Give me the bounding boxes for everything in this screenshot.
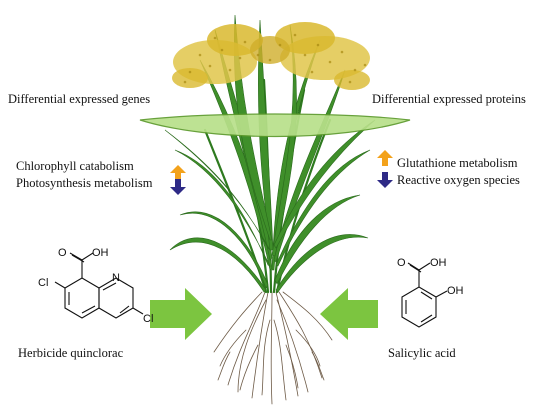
salicylic-atom-oh-ring: OH (447, 285, 464, 297)
label-herbicide-quinclorac: Herbicide quinclorac (18, 346, 124, 360)
arrow-quinclorac-to-plant (150, 288, 212, 340)
arrow-salicylic-to-plant (320, 288, 378, 340)
label-differential-genes: Differential expressed genes (8, 92, 151, 106)
down-arrow-photosynthesis (170, 179, 186, 195)
quinclorac-structure (54, 252, 144, 319)
lens-band (139, 113, 411, 138)
label-reactive-oxygen-species: Reactive oxygen species (397, 173, 520, 187)
salicylic-atom-o: O (397, 257, 406, 269)
grain-texture (183, 33, 367, 84)
quinclorac-atom-oh: OH (92, 247, 109, 259)
salicylic-atom-oh-top: OH (430, 257, 447, 269)
label-glutathione-metabolism: Glutathione metabolism (397, 156, 518, 170)
salicylic-structure (401, 262, 448, 328)
label-differential-proteins: Differential expressed proteins (372, 92, 526, 106)
label-photosynthesis-metabolism: Photosynthesis metabolism (16, 176, 153, 190)
quinclorac-atom-n: N (112, 272, 120, 284)
up-arrow-chlorophyll (170, 165, 186, 181)
label-chlorophyll-catabolism: Chlorophyll catabolism (16, 159, 134, 173)
up-arrow-glutathione (377, 150, 393, 166)
down-arrow-ros (377, 172, 393, 188)
label-salicylic-acid: Salicylic acid (388, 346, 456, 360)
roots (213, 291, 333, 405)
quinclorac-atom-cl-left: Cl (38, 277, 49, 289)
panicles (172, 22, 370, 90)
quinclorac-atom-o: O (58, 247, 67, 259)
quinclorac-atom-cl-right: Cl (143, 313, 154, 325)
